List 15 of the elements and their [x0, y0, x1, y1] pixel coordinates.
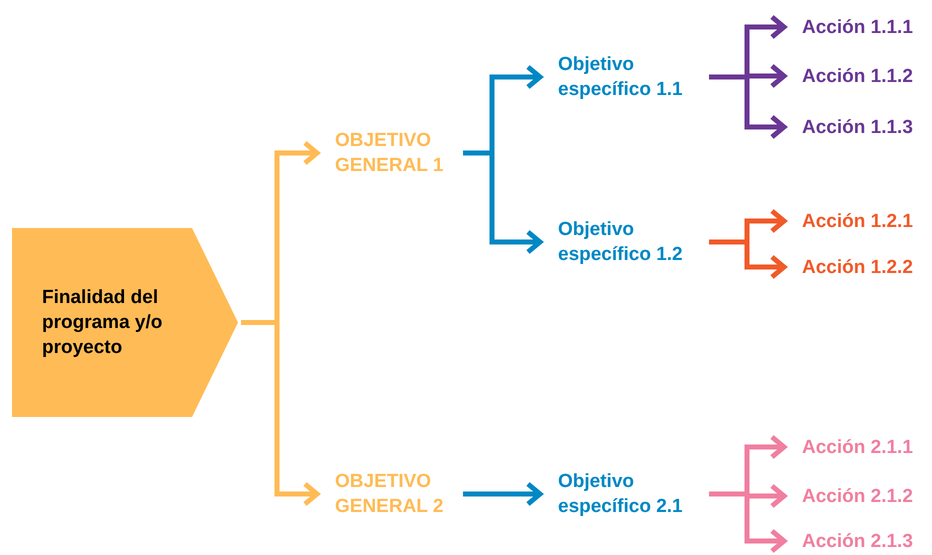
objective-label: Acción 1.2.1 [802, 208, 928, 234]
pentagon-box: Finalidad del programa y/o proyecto [12, 228, 238, 417]
objective-label: OBJETIVO GENERAL 2 [335, 467, 460, 521]
objective-label: Acción 2.1.2 [802, 483, 928, 509]
objective-label: Acción 1.1.2 [802, 63, 928, 89]
objective-label: OBJETIVO GENERAL 1 [335, 126, 460, 180]
objective-label: Acción 1.1.1 [802, 14, 928, 40]
arrow [463, 482, 542, 506]
objective-label: Acción 1.2.2 [802, 254, 928, 280]
objective-label: Objetivo específico 1.2 [558, 215, 706, 269]
objective-label: Acción 2.1.1 [802, 434, 928, 460]
objective-label: Objetivo específico 2.1 [558, 467, 706, 521]
objective-label: Acción 2.1.3 [802, 528, 928, 554]
objective-label: Objetivo específico 1.1 [558, 50, 706, 104]
objective-label: Acción 1.1.3 [802, 114, 928, 140]
